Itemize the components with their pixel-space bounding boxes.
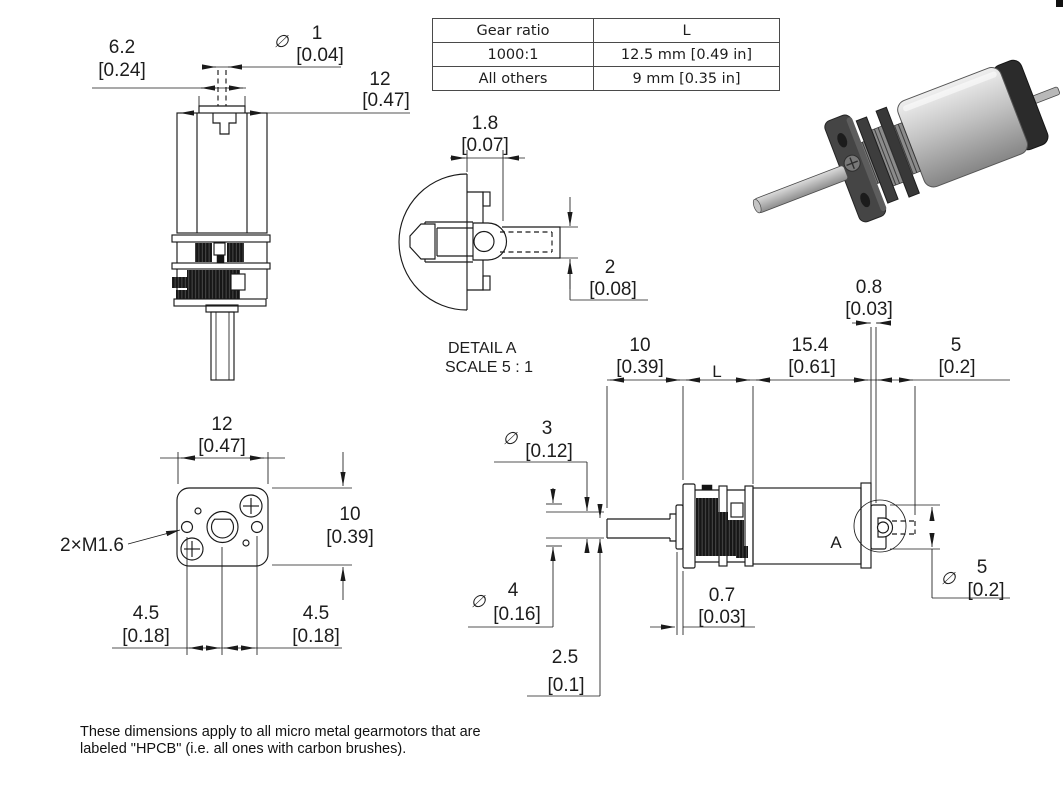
- dim-face-gap-in: [0.03]: [698, 607, 746, 628]
- dim-rear-shaft-length-in: [0.2]: [939, 357, 976, 378]
- top-view-drawing: 6.2 [0.24] ∅ 1 [0.04] 12 [0.47]: [92, 23, 410, 381]
- dim-detail-shaft-in: [0.08]: [589, 279, 637, 300]
- dim-bushing-dia-mm: 4: [508, 580, 519, 601]
- dim-rear-bushing-dia-in: [0.2]: [968, 580, 1005, 601]
- table-cell-ratio: 1000:1: [432, 42, 594, 67]
- dim-motor-length-in: [0.61]: [788, 357, 836, 378]
- dim-bushing-dia-in: [0.16]: [493, 604, 541, 625]
- diameter-symbol: ∅: [274, 32, 290, 51]
- dim-front-width-in: [0.47]: [198, 436, 246, 457]
- dim-face-gap-mm: 0.7: [709, 585, 735, 606]
- dim-shaft-dia-in: [0.12]: [525, 441, 573, 462]
- dim-hole-right-mm: 4.5: [303, 603, 329, 624]
- diameter-symbol: ∅: [941, 569, 957, 588]
- dim-hole-left-in: [0.18]: [122, 626, 170, 647]
- dim-rear-shaft-dia-in: [0.04]: [296, 45, 344, 66]
- dim-hole-left-mm: 4.5: [133, 603, 159, 624]
- dim-tab-width-in: [0.07]: [461, 135, 509, 156]
- dim-shaft-flat-mm: 2.5: [552, 647, 578, 668]
- table-cell-length: 12.5 mm [0.49 in]: [593, 42, 780, 67]
- dim-front-height-mm: 10: [339, 504, 360, 525]
- table-header-row: Gear ratio L: [432, 18, 780, 43]
- side-view-drawing: A 10 [0.39] L 15.4 [0.61] 5 [0.2] 0.8 [0…: [468, 277, 1010, 697]
- dim-detail-shaft-mm: 2: [605, 257, 616, 278]
- dim-rear-shaft-dia-mm: 0.8: [856, 277, 882, 298]
- dim-tab-width-mm: 1.8: [472, 113, 498, 134]
- dim-shaft-dia-mm: 3: [542, 418, 553, 439]
- detail-a-view: 1.8 [0.07] 2 [0.08] DETAIL A SCALE 5 : 1: [398, 113, 648, 376]
- table-cell-length: 9 mm [0.35 in]: [593, 66, 780, 91]
- table-row: 1000:1 12.5 mm [0.49 in]: [432, 42, 780, 67]
- motor-3d-render: [752, 59, 1060, 223]
- table-header-gear-ratio: Gear ratio: [432, 18, 594, 43]
- dim-gearbox-length-label: L: [712, 362, 721, 381]
- dim-rear-shaft-dia-in: [0.03]: [845, 299, 893, 320]
- detail-a-callout-label: A: [830, 533, 842, 552]
- front-view-drawing: 12 [0.47] 10 [0.39] 2×M1.6 4.5 [0.18] 4.…: [60, 414, 374, 655]
- detail-a-scale: SCALE 5 : 1: [445, 359, 533, 376]
- dim-shaft-length-in: [0.39]: [616, 357, 664, 378]
- gear-ratio-table: Gear ratio L 1000:1 12.5 mm [0.49 in] Al…: [432, 18, 780, 91]
- corner-artifact: [1056, 0, 1063, 7]
- dim-motor-length-mm: 15.4: [792, 335, 829, 356]
- dim-cap-width-in: [0.24]: [98, 60, 146, 81]
- screw-thread-label: 2×M1.6: [60, 535, 124, 556]
- dim-cap-width-mm: 6.2: [109, 37, 135, 58]
- table-row: All others 9 mm [0.35 in]: [432, 66, 780, 91]
- table-cell-ratio: All others: [432, 66, 594, 91]
- dim-front-width-mm: 12: [211, 414, 232, 435]
- dim-shaft-length-mm: 10: [629, 335, 650, 356]
- footnote-line1: These dimensions apply to all micro meta…: [80, 724, 481, 740]
- dim-rear-shaft-length-mm: 5: [951, 335, 962, 356]
- dim-rear-bushing-dia-mm: 5: [977, 557, 988, 578]
- dim-hole-right-in: [0.18]: [292, 626, 340, 647]
- detail-a-title: DETAIL A: [448, 340, 517, 357]
- dim-body-width-in: [0.47]: [362, 90, 410, 111]
- table-header-l: L: [593, 18, 780, 43]
- diameter-symbol: ∅: [503, 429, 519, 448]
- diameter-symbol: ∅: [471, 592, 487, 611]
- dim-shaft-flat-in: [0.1]: [548, 675, 585, 696]
- footnote-line2: labeled "HPCB" (i.e. all ones with carbo…: [80, 741, 407, 757]
- dim-rear-shaft-dia-mm: 1: [312, 23, 323, 44]
- dim-front-height-in: [0.39]: [326, 527, 374, 548]
- dim-body-width-mm: 12: [369, 69, 390, 90]
- footnote: These dimensions apply to all micro meta…: [80, 724, 481, 758]
